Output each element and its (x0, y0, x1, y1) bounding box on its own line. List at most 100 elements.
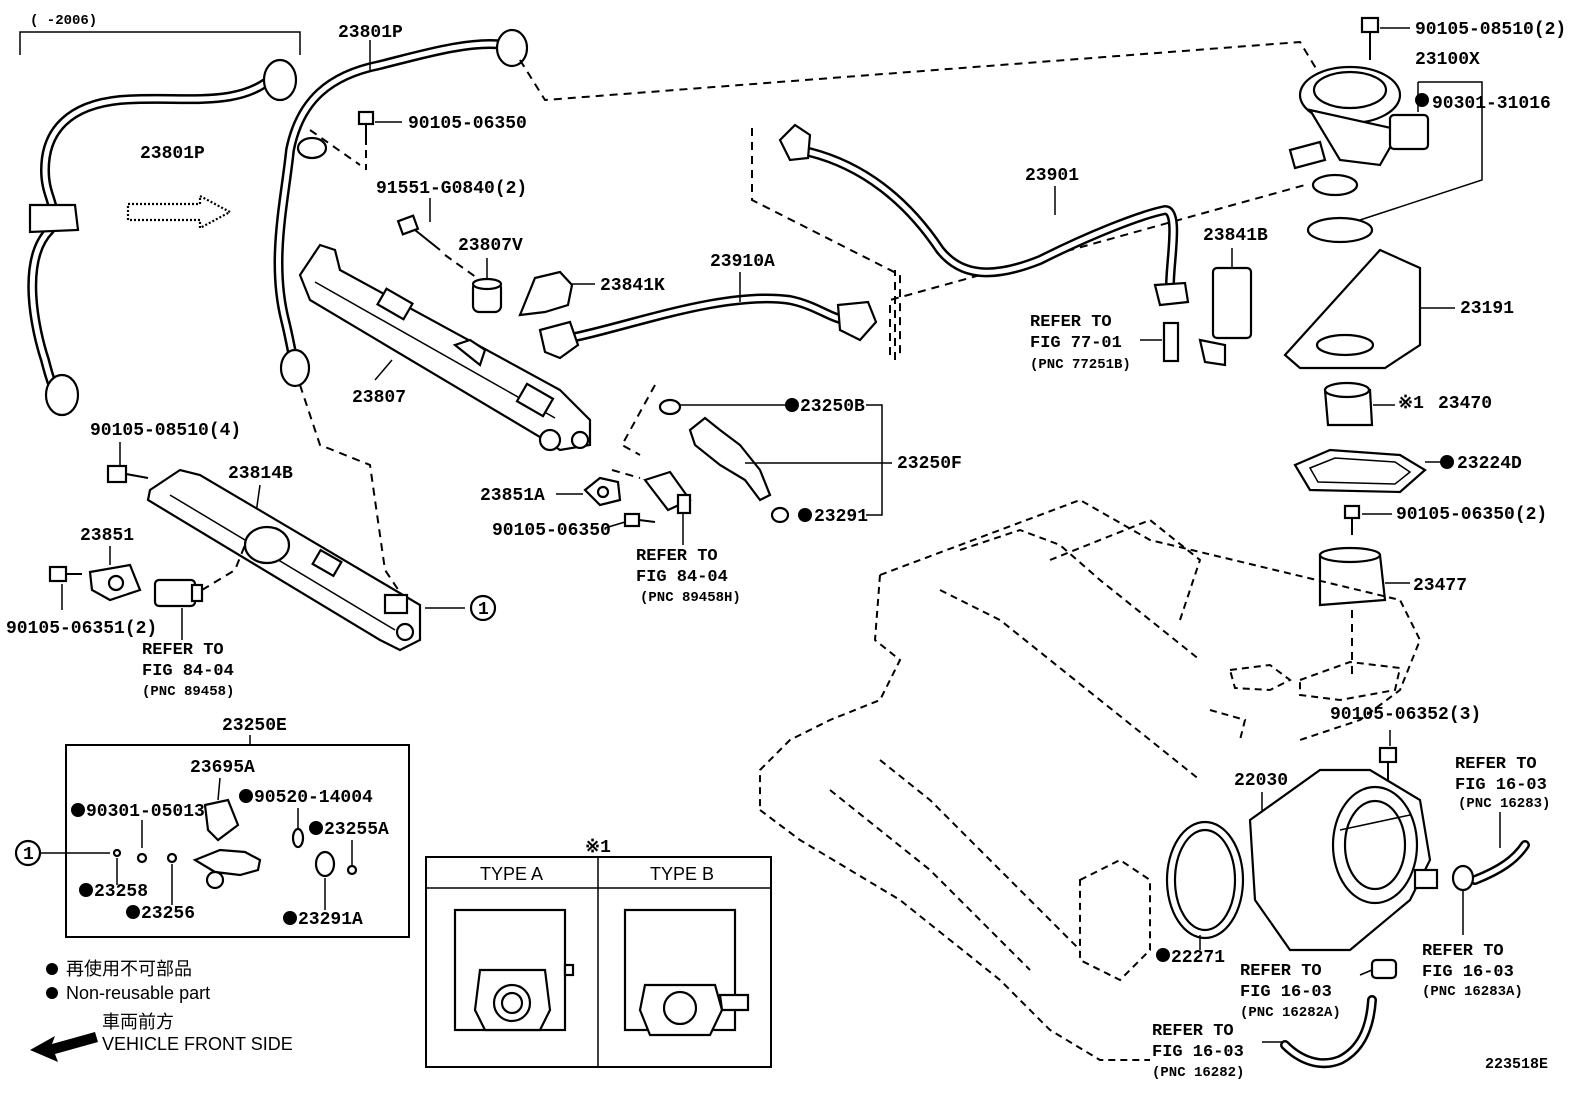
ref-84-04b-line2: FIG 84-04 (142, 662, 234, 681)
label-90301-05013: 90301-05013 (86, 802, 205, 822)
label-23807: 23807 (352, 388, 406, 408)
diagram-id: 223518E (1485, 1056, 1548, 1073)
type-a-figure (453, 908, 575, 1032)
legend-non-reusable-en: Non-reusable part (66, 983, 210, 1003)
label-90520-14004: 90520-14004 (254, 788, 373, 808)
label-23100X: 23100X (1415, 50, 1480, 70)
ref-16282A-line1: REFER TO (1240, 962, 1322, 981)
hose-23910A (538, 293, 878, 360)
gasket-22271 (1165, 820, 1245, 940)
ref-16282A-line3: (PNC 16282A) (1240, 1005, 1341, 1021)
label-91551-G0840: 91551-G0840(2) (376, 179, 527, 199)
ref-16283A-line1: REFER TO (1422, 942, 1504, 961)
label-23258: 23258 (94, 882, 148, 902)
range-bracket: ( -2006) (19, 13, 301, 55)
label-23250E: 23250E (222, 716, 287, 736)
legend-non-reusable-jp: 再使用不可部品 (66, 959, 192, 979)
fuel-pipe-23801P-new (273, 28, 529, 388)
ref-16283-line1: REFER TO (1455, 755, 1537, 774)
label-90105-06350-a: 90105-06350 (408, 114, 527, 134)
label-23801P-b: 23801P (338, 23, 403, 43)
label-90105-06352: 90105-06352(3) (1330, 705, 1481, 725)
label-23851: 23851 (80, 526, 134, 546)
type-box-note: ※1 (585, 838, 611, 858)
bolt-91551-G0840 (396, 214, 481, 281)
direction-arrow-icon (126, 194, 233, 230)
label-90105-08510-2: 90105-08510(2) (1415, 20, 1566, 40)
label-90105-06351: 90105-06351(2) (6, 619, 157, 639)
label-90105-08510-4: 90105-08510(4) (90, 421, 241, 441)
o-ring-90301-31016 (1306, 216, 1374, 244)
bracket-23851A (583, 476, 622, 507)
legend-front-en: VEHICLE FRONT SIDE (102, 1034, 293, 1054)
label-23695A: 23695A (190, 758, 255, 778)
ref-16283-line2: FIG 16-03 (1455, 776, 1547, 795)
bolt-90105-06350-2 (1343, 504, 1361, 535)
hose-23901 (778, 123, 1190, 307)
hose-16283 (1470, 840, 1530, 885)
connector-23841B (1198, 266, 1253, 367)
ref-16283-line3: (PNC 16283) (1458, 796, 1550, 812)
clamp-23841K (518, 270, 574, 317)
bracket-23851 (88, 563, 142, 602)
ref-16282-line1: REFER TO (1152, 1022, 1234, 1041)
engine-block-outline (759, 498, 1422, 1061)
label-90105-06350-b: 90105-06350 (492, 521, 611, 541)
sensor-89458H (643, 470, 692, 515)
front-arrow-icon (30, 1032, 98, 1062)
fitting-16282A (1370, 958, 1398, 980)
callout-marker-b: 1 (23, 845, 34, 865)
collar-23807V (471, 277, 503, 314)
label-23901: 23901 (1025, 166, 1079, 186)
label-23814B: 23814B (228, 464, 293, 484)
label-90301-31016: 90301-31016 (1432, 94, 1551, 114)
throttle-body-22030 (1248, 768, 1439, 952)
label-23256: 23256 (141, 904, 195, 924)
label-22271: 22271 (1171, 948, 1225, 968)
bracket-23191 (1283, 248, 1422, 370)
gasket-23224D (1293, 448, 1427, 494)
ref-77-01-line2: FIG 77-01 (1030, 334, 1122, 353)
label-23291: 23291 (814, 507, 868, 527)
ref-77-01-line1: REFER TO (1030, 313, 1112, 332)
ref-84-04a-line2: FIG 84-04 (636, 568, 728, 587)
clip-23695A (203, 798, 240, 842)
bolt-90105-08510-2 (1360, 16, 1380, 60)
label-23191: 23191 (1460, 299, 1514, 319)
label-90105-06350-2: 90105-06350(2) (1396, 505, 1547, 525)
type-b-label: TYPE B (650, 864, 714, 884)
injector-kit (192, 848, 262, 890)
bolt-90105-06351 (48, 565, 82, 583)
label-23477: 23477 (1413, 576, 1467, 596)
label-23841K: 23841K (600, 276, 665, 296)
label-23250F: 23250F (897, 454, 962, 474)
ref-84-04b-line1: REFER TO (142, 641, 224, 660)
bolt-90105-06350-b (623, 512, 656, 528)
range-note: ( -2006) (30, 13, 97, 29)
fuel-pump-23100X (1288, 65, 1430, 197)
ref-16282-line3: (PNC 16282) (1152, 1065, 1244, 1081)
ref-16282A-line2: FIG 16-03 (1240, 983, 1332, 1002)
ref-16283A-line2: FIG 16-03 (1422, 963, 1514, 982)
label-23807V: 23807V (458, 236, 523, 256)
label-23470-note: ※1 (1398, 394, 1424, 414)
label-23851A: 23851A (480, 486, 545, 506)
label-23291A: 23291A (298, 910, 363, 930)
sensor-89458 (153, 578, 204, 608)
hose-16282 (1280, 995, 1377, 1069)
label-23910A: 23910A (710, 252, 775, 272)
injector-23250F (658, 398, 790, 524)
housing-23477 (1318, 546, 1387, 607)
type-b-figure (623, 908, 750, 1037)
label-23801P-a: 23801P (140, 144, 205, 164)
label-23250B: 23250B (800, 397, 865, 417)
label-22030: 22030 (1234, 771, 1288, 791)
ref-84-04a-line1: REFER TO (636, 547, 718, 566)
label-23224D: 23224D (1457, 454, 1522, 474)
fuel-rail-23807 (298, 243, 592, 452)
lifter-23470 (1323, 381, 1374, 427)
fuel-pipe-23801P-old (27, 58, 298, 417)
ref-84-04a-line3: (PNC 89458H) (640, 590, 741, 606)
